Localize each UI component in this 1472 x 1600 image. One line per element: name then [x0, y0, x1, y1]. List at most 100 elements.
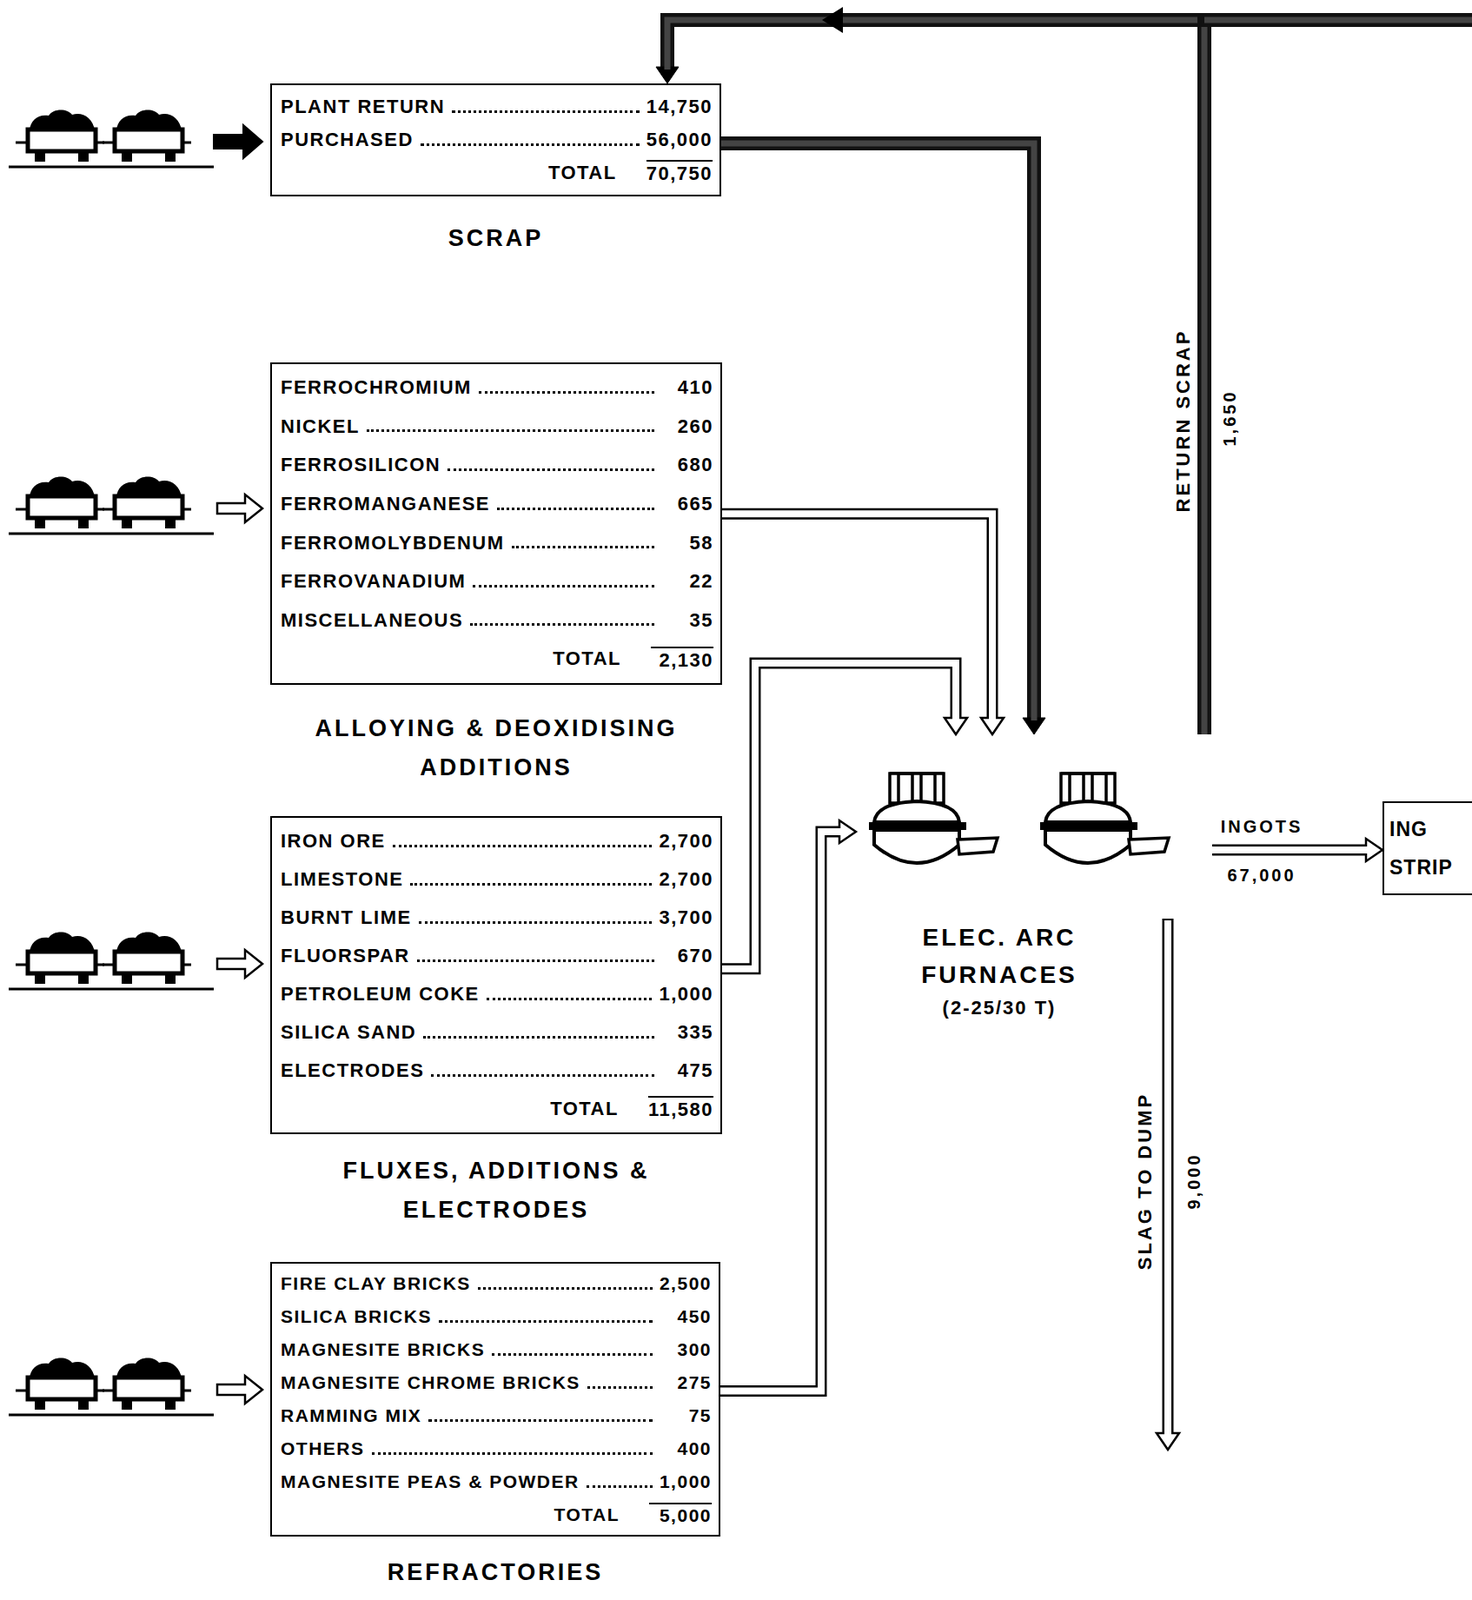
- ingot-stripping-box: ING STRIP: [1382, 801, 1472, 896]
- total-row: TOTAL11,580: [280, 1089, 714, 1128]
- alloy-table: FERROCHROMIUM410NICKEL260FERROSILICON680…: [270, 362, 723, 685]
- item-value: 56,000: [646, 128, 713, 152]
- table-row: MAGNESITE BRICKS300: [280, 1332, 712, 1366]
- item-name: FERROMANGANESE: [280, 492, 491, 516]
- item-value: 1,000: [658, 982, 714, 1006]
- total-row: TOTAL5,000: [280, 1498, 712, 1532]
- item-name: MAGNESITE CHROME BRICKS: [280, 1372, 581, 1393]
- total-value: 5,000: [649, 1502, 712, 1527]
- table-row: LIMESTONE 2,700: [280, 860, 714, 899]
- table-row: RAMMING MIX75: [280, 1399, 712, 1433]
- flow-arrow: [720, 820, 856, 1392]
- item-value: 260: [661, 415, 714, 438]
- total-label: TOTAL: [552, 647, 622, 670]
- table-row: MAGNESITE CHROME BRICKS 275: [280, 1365, 712, 1400]
- table-row: BURNT LIME 3,700: [280, 898, 714, 937]
- dot-leader: [486, 997, 653, 1001]
- item-value: 14,750: [646, 95, 713, 119]
- item-value: 275: [659, 1372, 712, 1393]
- arrow-inner: [667, 19, 1205, 735]
- rail-wagons: [8, 110, 214, 168]
- dot-leader: [423, 1035, 655, 1039]
- item-name: BURNT LIME: [280, 906, 412, 929]
- item-value: 3,700: [658, 906, 714, 929]
- table-row: ELECTRODES 475: [280, 1051, 714, 1090]
- dot-leader: [366, 429, 655, 432]
- item-name: LIMESTONE: [280, 868, 404, 891]
- rail-wagons: [8, 932, 214, 990]
- item-name: FERROVANADIUM: [280, 570, 466, 593]
- item-value: 2,500: [659, 1273, 712, 1294]
- item-value: 680: [661, 453, 714, 477]
- table-row: FERROVANADIUM 22: [280, 562, 714, 602]
- flow-direction-head: [822, 6, 843, 34]
- delivery-arrow: [213, 125, 263, 159]
- item-name: MISCELLANEOUS: [280, 609, 464, 632]
- item-name: ELECTRODES: [280, 1059, 425, 1082]
- total-value: 70,750: [646, 159, 713, 186]
- furnace-name: ELEC. ARC FURNACES: [855, 918, 1143, 994]
- tonnage-label: 67,000: [1226, 865, 1296, 886]
- furnace-capacity: (2-25/30 T): [855, 993, 1143, 1023]
- table-row: MISCELLANEOUS 35: [280, 601, 714, 641]
- item-value: 665: [661, 492, 714, 516]
- item-name: RAMMING MIX: [280, 1405, 422, 1426]
- arrow-inner: [1212, 846, 1369, 854]
- arc-furnace: [1040, 773, 1169, 863]
- item-name: FERROMOLYBDENUM: [280, 531, 505, 555]
- table-row: FLUORSPAR670: [280, 936, 714, 975]
- table-row: IRON ORE2,700: [280, 822, 714, 861]
- dot-leader: [587, 1385, 653, 1389]
- dot-leader: [477, 1286, 653, 1290]
- item-value: 410: [661, 376, 714, 399]
- item-value: 35: [661, 609, 714, 632]
- item-value: 22: [661, 570, 714, 593]
- item-value: 475: [661, 1059, 714, 1082]
- furnace-caption: ELEC. ARC FURNACES(2-25/30 T): [855, 918, 1143, 1023]
- box-heading: ALLOYING & DEOXIDISING ADDITIONS: [271, 709, 721, 788]
- dot-leader: [438, 1319, 653, 1323]
- dot-leader: [447, 468, 655, 471]
- total-row: TOTAL70,750: [280, 156, 713, 190]
- delivery-arrow: [217, 1375, 263, 1404]
- item-value: 2,700: [658, 868, 714, 891]
- item-name: FERROSILICON: [280, 453, 441, 477]
- arrow-outline: [721, 143, 1035, 718]
- tonnage-label: 9,000: [1184, 1152, 1205, 1209]
- table-row: PETROLEUM COKE 1,000: [280, 974, 714, 1014]
- dot-leader: [586, 1485, 653, 1488]
- item-name: SILICA SAND: [280, 1021, 417, 1044]
- tonnage-label: 1,650: [1220, 389, 1240, 446]
- delivery-arrow: [217, 494, 263, 523]
- table-row: PURCHASED56,000: [280, 123, 713, 157]
- total-label: TOTAL: [550, 1097, 619, 1121]
- box-label: ING STRIP: [1389, 809, 1465, 887]
- table-row: FIRE CLAY BRICKS2,500: [280, 1266, 712, 1300]
- item-name: MAGNESITE PEAS & POWDER: [280, 1471, 580, 1492]
- slag-arrow-inner: [1164, 920, 1172, 1436]
- flow-arrow: [1212, 838, 1383, 862]
- item-name: OTHERS: [280, 1438, 365, 1459]
- item-name: SILICA BRICKS: [280, 1306, 432, 1327]
- flow-label: RETURN SCRAP: [1172, 329, 1195, 513]
- dot-leader: [392, 844, 653, 848]
- item-value: 300: [659, 1339, 712, 1360]
- table-row: SILICA SAND335: [280, 1013, 714, 1052]
- dot-leader: [497, 507, 655, 511]
- table-row: FERROSILICON 680: [280, 445, 714, 485]
- dot-leader: [428, 1418, 653, 1422]
- arrow-outline: [667, 19, 1205, 735]
- dot-leader: [491, 1352, 653, 1356]
- item-value: 1,000: [659, 1471, 712, 1492]
- dot-leader: [430, 1074, 655, 1077]
- table-row: SILICA BRICKS450: [280, 1299, 712, 1333]
- item-name: PLANT RETURN: [280, 95, 445, 119]
- item-name: PETROLEUM COKE: [280, 982, 480, 1006]
- dot-leader: [420, 143, 640, 146]
- table-row: OTHERS 400: [280, 1432, 712, 1466]
- return-main-inner: [1204, 17, 1472, 24]
- flow-arrow: [656, 19, 1205, 735]
- refractory-table: FIRE CLAY BRICKS2,500SILICA BRICKS450MAG…: [270, 1261, 721, 1537]
- item-value: 400: [659, 1438, 712, 1459]
